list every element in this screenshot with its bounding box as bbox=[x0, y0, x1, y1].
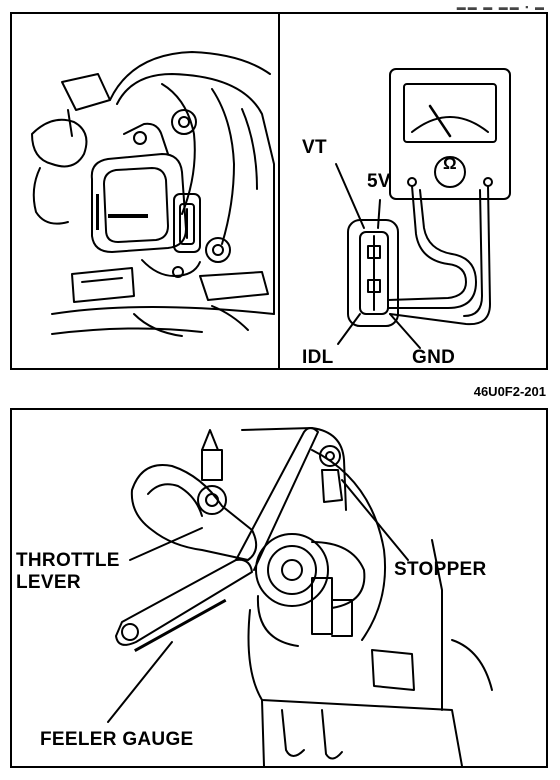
throttle-stopper-illustration bbox=[107, 427, 493, 766]
bottom-diagram-panel: THROTTLE LEVER STOPPER FEELER GAUGE bbox=[10, 408, 548, 768]
label-feeler-gauge: FEELER GAUGE bbox=[40, 729, 194, 750]
ohmmeter-icon bbox=[389, 68, 511, 200]
ohmmeter-test-illustration bbox=[335, 68, 511, 349]
label-5v: 5V bbox=[367, 171, 391, 192]
label-vt: VT bbox=[302, 137, 327, 158]
panel-divider bbox=[278, 14, 280, 368]
label-throttle-lever: THROTTLE LEVER bbox=[16, 550, 120, 593]
label-stopper: STOPPER bbox=[394, 559, 487, 580]
sensor-mounting-illustration bbox=[31, 51, 275, 337]
sensor-connector-icon bbox=[347, 219, 399, 327]
top-diagram-panel: VT 5V IDL GND Ω bbox=[10, 12, 548, 370]
label-idl: IDL bbox=[302, 347, 334, 368]
label-gnd: GND bbox=[412, 347, 456, 368]
figure-reference-code: 46U0F2-201 bbox=[473, 384, 546, 399]
header-marks: ▬▬ ▬ ▬▬ ▪ ▬ bbox=[456, 2, 546, 12]
ohm-symbol: Ω bbox=[443, 154, 457, 173]
